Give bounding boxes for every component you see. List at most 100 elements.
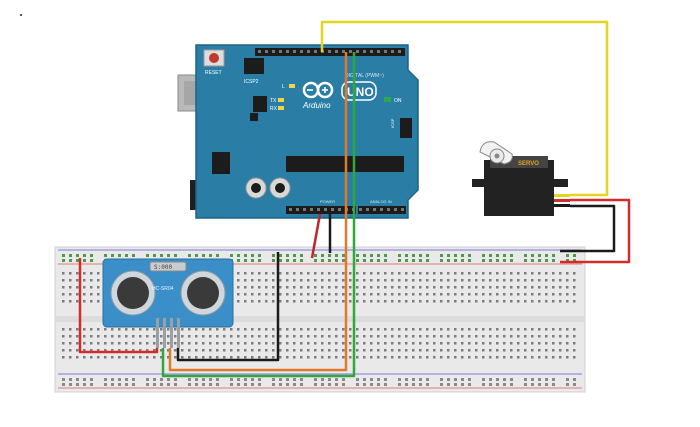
- servo-body: [484, 160, 554, 216]
- terminal-hole: [244, 293, 247, 296]
- rail-hole: [482, 383, 485, 386]
- terminal-hole: [489, 293, 492, 296]
- terminal-hole: [279, 300, 282, 303]
- wire-servo-ground: [560, 204, 616, 253]
- digital-pin: [349, 50, 352, 53]
- rail-hole: [398, 259, 401, 262]
- terminal-hole: [482, 286, 485, 289]
- rail-hole: [524, 259, 527, 262]
- digital-pin: [342, 50, 345, 53]
- terminal-hole: [559, 328, 562, 331]
- terminal-hole: [412, 272, 415, 275]
- terminal-hole: [531, 342, 534, 345]
- terminal-hole: [216, 356, 219, 359]
- terminal-hole: [251, 342, 254, 345]
- terminal-hole: [272, 286, 275, 289]
- terminal-hole: [475, 293, 478, 296]
- terminal-hole: [321, 272, 324, 275]
- terminal-hole: [342, 335, 345, 338]
- terminal-hole: [356, 300, 359, 303]
- terminal-hole: [503, 272, 506, 275]
- terminal-hole: [475, 342, 478, 345]
- terminal-hole: [188, 335, 191, 338]
- sensor-pin-vcc: [156, 318, 159, 348]
- terminal-hole: [146, 328, 149, 331]
- rail-hole: [447, 259, 450, 262]
- terminal-hole: [69, 342, 72, 345]
- rail-hole: [440, 383, 443, 386]
- rail-hole: [545, 259, 548, 262]
- terminal-hole: [349, 300, 352, 303]
- terminal-hole: [391, 342, 394, 345]
- uno-badge: [341, 81, 377, 101]
- terminal-hole: [167, 335, 170, 338]
- terminal-hole: [524, 335, 527, 338]
- terminal-hole: [510, 293, 513, 296]
- rail-hole: [447, 383, 450, 386]
- rail-hole: [524, 383, 527, 386]
- terminal-hole: [76, 272, 79, 275]
- terminal-hole: [335, 279, 338, 282]
- terminal-hole: [538, 349, 541, 352]
- terminal-hole: [342, 293, 345, 296]
- rail-hole: [300, 383, 303, 386]
- terminal-hole: [90, 300, 93, 303]
- terminal-hole: [482, 335, 485, 338]
- terminal-hole: [440, 349, 443, 352]
- terminal-hole: [62, 342, 65, 345]
- icsp2-header: [244, 58, 264, 74]
- rail-hole: [202, 378, 205, 381]
- terminal-hole: [489, 342, 492, 345]
- terminal-hole: [314, 349, 317, 352]
- rail-hole: [538, 259, 541, 262]
- terminal-hole: [328, 279, 331, 282]
- terminal-hole: [188, 328, 191, 331]
- terminal-hole: [160, 328, 163, 331]
- terminal-hole: [83, 328, 86, 331]
- rail-hole: [363, 378, 366, 381]
- terminal-hole: [160, 349, 163, 352]
- terminal-hole: [531, 286, 534, 289]
- l-led: [289, 84, 295, 88]
- terminal-hole: [447, 300, 450, 303]
- terminal-hole: [363, 328, 366, 331]
- terminal-hole: [461, 356, 464, 359]
- terminal-hole: [377, 349, 380, 352]
- terminal-hole: [454, 293, 457, 296]
- rail-hole: [118, 378, 121, 381]
- terminal-hole: [531, 272, 534, 275]
- terminal-hole: [489, 286, 492, 289]
- on-label: ON: [394, 98, 402, 104]
- terminal-hole: [258, 342, 261, 345]
- rail-hole: [356, 378, 359, 381]
- rail-hole: [300, 254, 303, 257]
- servo-label: SERVO: [518, 161, 539, 167]
- terminal-hole: [286, 300, 289, 303]
- rail-hole: [132, 378, 135, 381]
- rail-hole: [328, 254, 331, 257]
- terminal-hole: [384, 300, 387, 303]
- terminal-hole: [475, 335, 478, 338]
- terminal-hole: [496, 279, 499, 282]
- terminal-hole: [573, 356, 576, 359]
- rail-hole: [216, 254, 219, 257]
- rail-hole: [286, 254, 289, 257]
- rail-hole: [321, 259, 324, 262]
- terminal-hole: [566, 335, 569, 338]
- terminal-hole: [328, 356, 331, 359]
- rail-hole: [300, 378, 303, 381]
- terminal-hole: [76, 300, 79, 303]
- terminal-hole: [132, 335, 135, 338]
- rail-hole: [188, 378, 191, 381]
- terminal-hole: [461, 272, 464, 275]
- terminal-hole: [545, 272, 548, 275]
- terminal-hole: [314, 342, 317, 345]
- terminal-hole: [76, 356, 79, 359]
- terminal-hole: [188, 349, 191, 352]
- terminal-hole: [244, 356, 247, 359]
- terminal-hole: [230, 328, 233, 331]
- rail-hole: [125, 254, 128, 257]
- terminal-hole: [251, 272, 254, 275]
- rail-hole: [468, 259, 471, 262]
